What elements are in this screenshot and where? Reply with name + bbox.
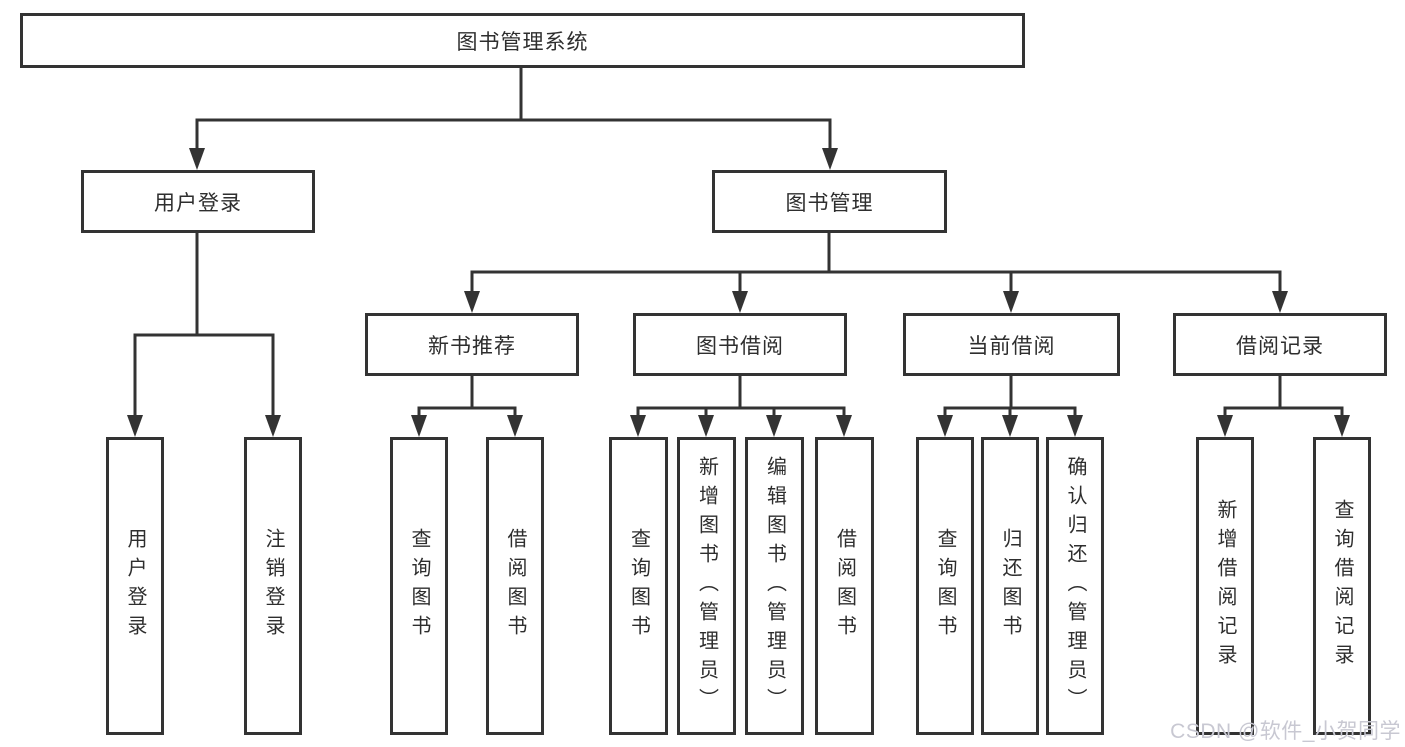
arrowhead-icon: [1217, 415, 1233, 437]
leaf-current-query-books: 查询图书: [916, 437, 974, 735]
edges-borrow-records-children: [1217, 374, 1350, 437]
arrowhead-icon: [411, 415, 427, 437]
edges-root-to-level2: [189, 66, 838, 170]
arrowhead-icon: [265, 415, 281, 437]
arrowhead-icon: [507, 415, 523, 437]
arrowhead-icon: [127, 415, 143, 437]
arrowhead-icon: [1334, 415, 1350, 437]
arrowhead-icon: [189, 148, 205, 170]
node-current-borrowing-label: 当前借阅: [967, 334, 1056, 358]
node-user-login-label: 用户登录: [154, 191, 242, 215]
edges-current-borrow-children: [937, 374, 1083, 437]
leaf-borrow-books-label: 借阅图书: [833, 528, 856, 644]
leaf-edit-books-admin: 编辑图书（管理员）: [745, 437, 804, 735]
arrowhead-icon: [1002, 415, 1018, 437]
node-root-label: 图书管理系统: [456, 30, 589, 54]
leaf-query-borrow-record-label: 查询借阅记录: [1331, 499, 1353, 673]
leaf-confirm-return-admin: 确认归还（管理员）: [1046, 437, 1104, 735]
node-book-management: 图书管理: [712, 170, 947, 233]
leaf-confirm-return-admin-label: 确认归还（管理员）: [1064, 455, 1086, 717]
leaf-current-query-books-label: 查询图书: [934, 528, 956, 644]
arrowhead-icon: [698, 415, 714, 437]
node-new-book-recommendation-label: 新书推荐: [428, 334, 516, 358]
leaf-newrec-query-books: 查询图书: [390, 437, 448, 735]
arrowhead-icon: [630, 415, 646, 437]
node-book-management-label: 图书管理: [785, 191, 874, 215]
arrowhead-icon: [1272, 291, 1288, 313]
leaf-query-borrow-record: 查询借阅记录: [1313, 437, 1371, 735]
leaf-newrec-borrow-books-label: 借阅图书: [504, 528, 526, 644]
leaf-logout: 注销登录: [244, 437, 302, 735]
edges-user-login-children: [127, 231, 281, 437]
arrowhead-icon: [836, 415, 852, 437]
arrowhead-icon: [766, 415, 782, 437]
node-borrowing-records-label: 借阅记录: [1236, 334, 1324, 358]
arrowhead-icon: [1067, 415, 1083, 437]
arrowhead-icon: [822, 148, 838, 170]
arrowhead-icon: [464, 291, 480, 313]
watermark: CSDN @软件_小贺同学: [1170, 720, 1401, 743]
arrowhead-icon: [732, 291, 748, 313]
leaf-add-books-admin-label: 新增图书（管理员）: [695, 455, 718, 717]
arrowhead-icon: [937, 415, 953, 437]
leaf-borrow-query-books: 查询图书: [609, 437, 668, 735]
leaf-newrec-borrow-books: 借阅图书: [486, 437, 544, 735]
node-user-login: 用户登录: [81, 170, 315, 233]
leaf-add-books-admin: 新增图书（管理员）: [677, 437, 736, 735]
arrowhead-icon: [1003, 291, 1019, 313]
node-new-book-recommendation: 新书推荐: [365, 313, 579, 376]
edges-book-borrow-children: [630, 374, 852, 437]
leaf-logout-label: 注销登录: [262, 528, 284, 644]
node-borrowing-records: 借阅记录: [1173, 313, 1387, 376]
leaf-user-login: 用户登录: [106, 437, 164, 735]
leaf-user-login-label: 用户登录: [124, 528, 146, 644]
leaf-return-books-label: 归还图书: [999, 528, 1021, 644]
leaf-borrow-books: 借阅图书: [815, 437, 874, 735]
node-current-borrowing: 当前借阅: [903, 313, 1120, 376]
node-book-borrowing: 图书借阅: [633, 313, 847, 376]
edges-new-book-rec-children: [411, 374, 523, 437]
leaf-edit-books-admin-label: 编辑图书（管理员）: [763, 455, 786, 717]
leaf-return-books: 归还图书: [981, 437, 1039, 735]
leaf-add-borrow-record: 新增借阅记录: [1196, 437, 1254, 735]
leaf-borrow-query-books-label: 查询图书: [627, 528, 650, 644]
node-root: 图书管理系统: [20, 13, 1025, 68]
leaf-newrec-query-books-label: 查询图书: [408, 528, 430, 644]
leaf-add-borrow-record-label: 新增借阅记录: [1214, 499, 1236, 673]
node-book-borrowing-label: 图书借阅: [696, 334, 784, 358]
edges-book-management-children: [464, 231, 1288, 313]
